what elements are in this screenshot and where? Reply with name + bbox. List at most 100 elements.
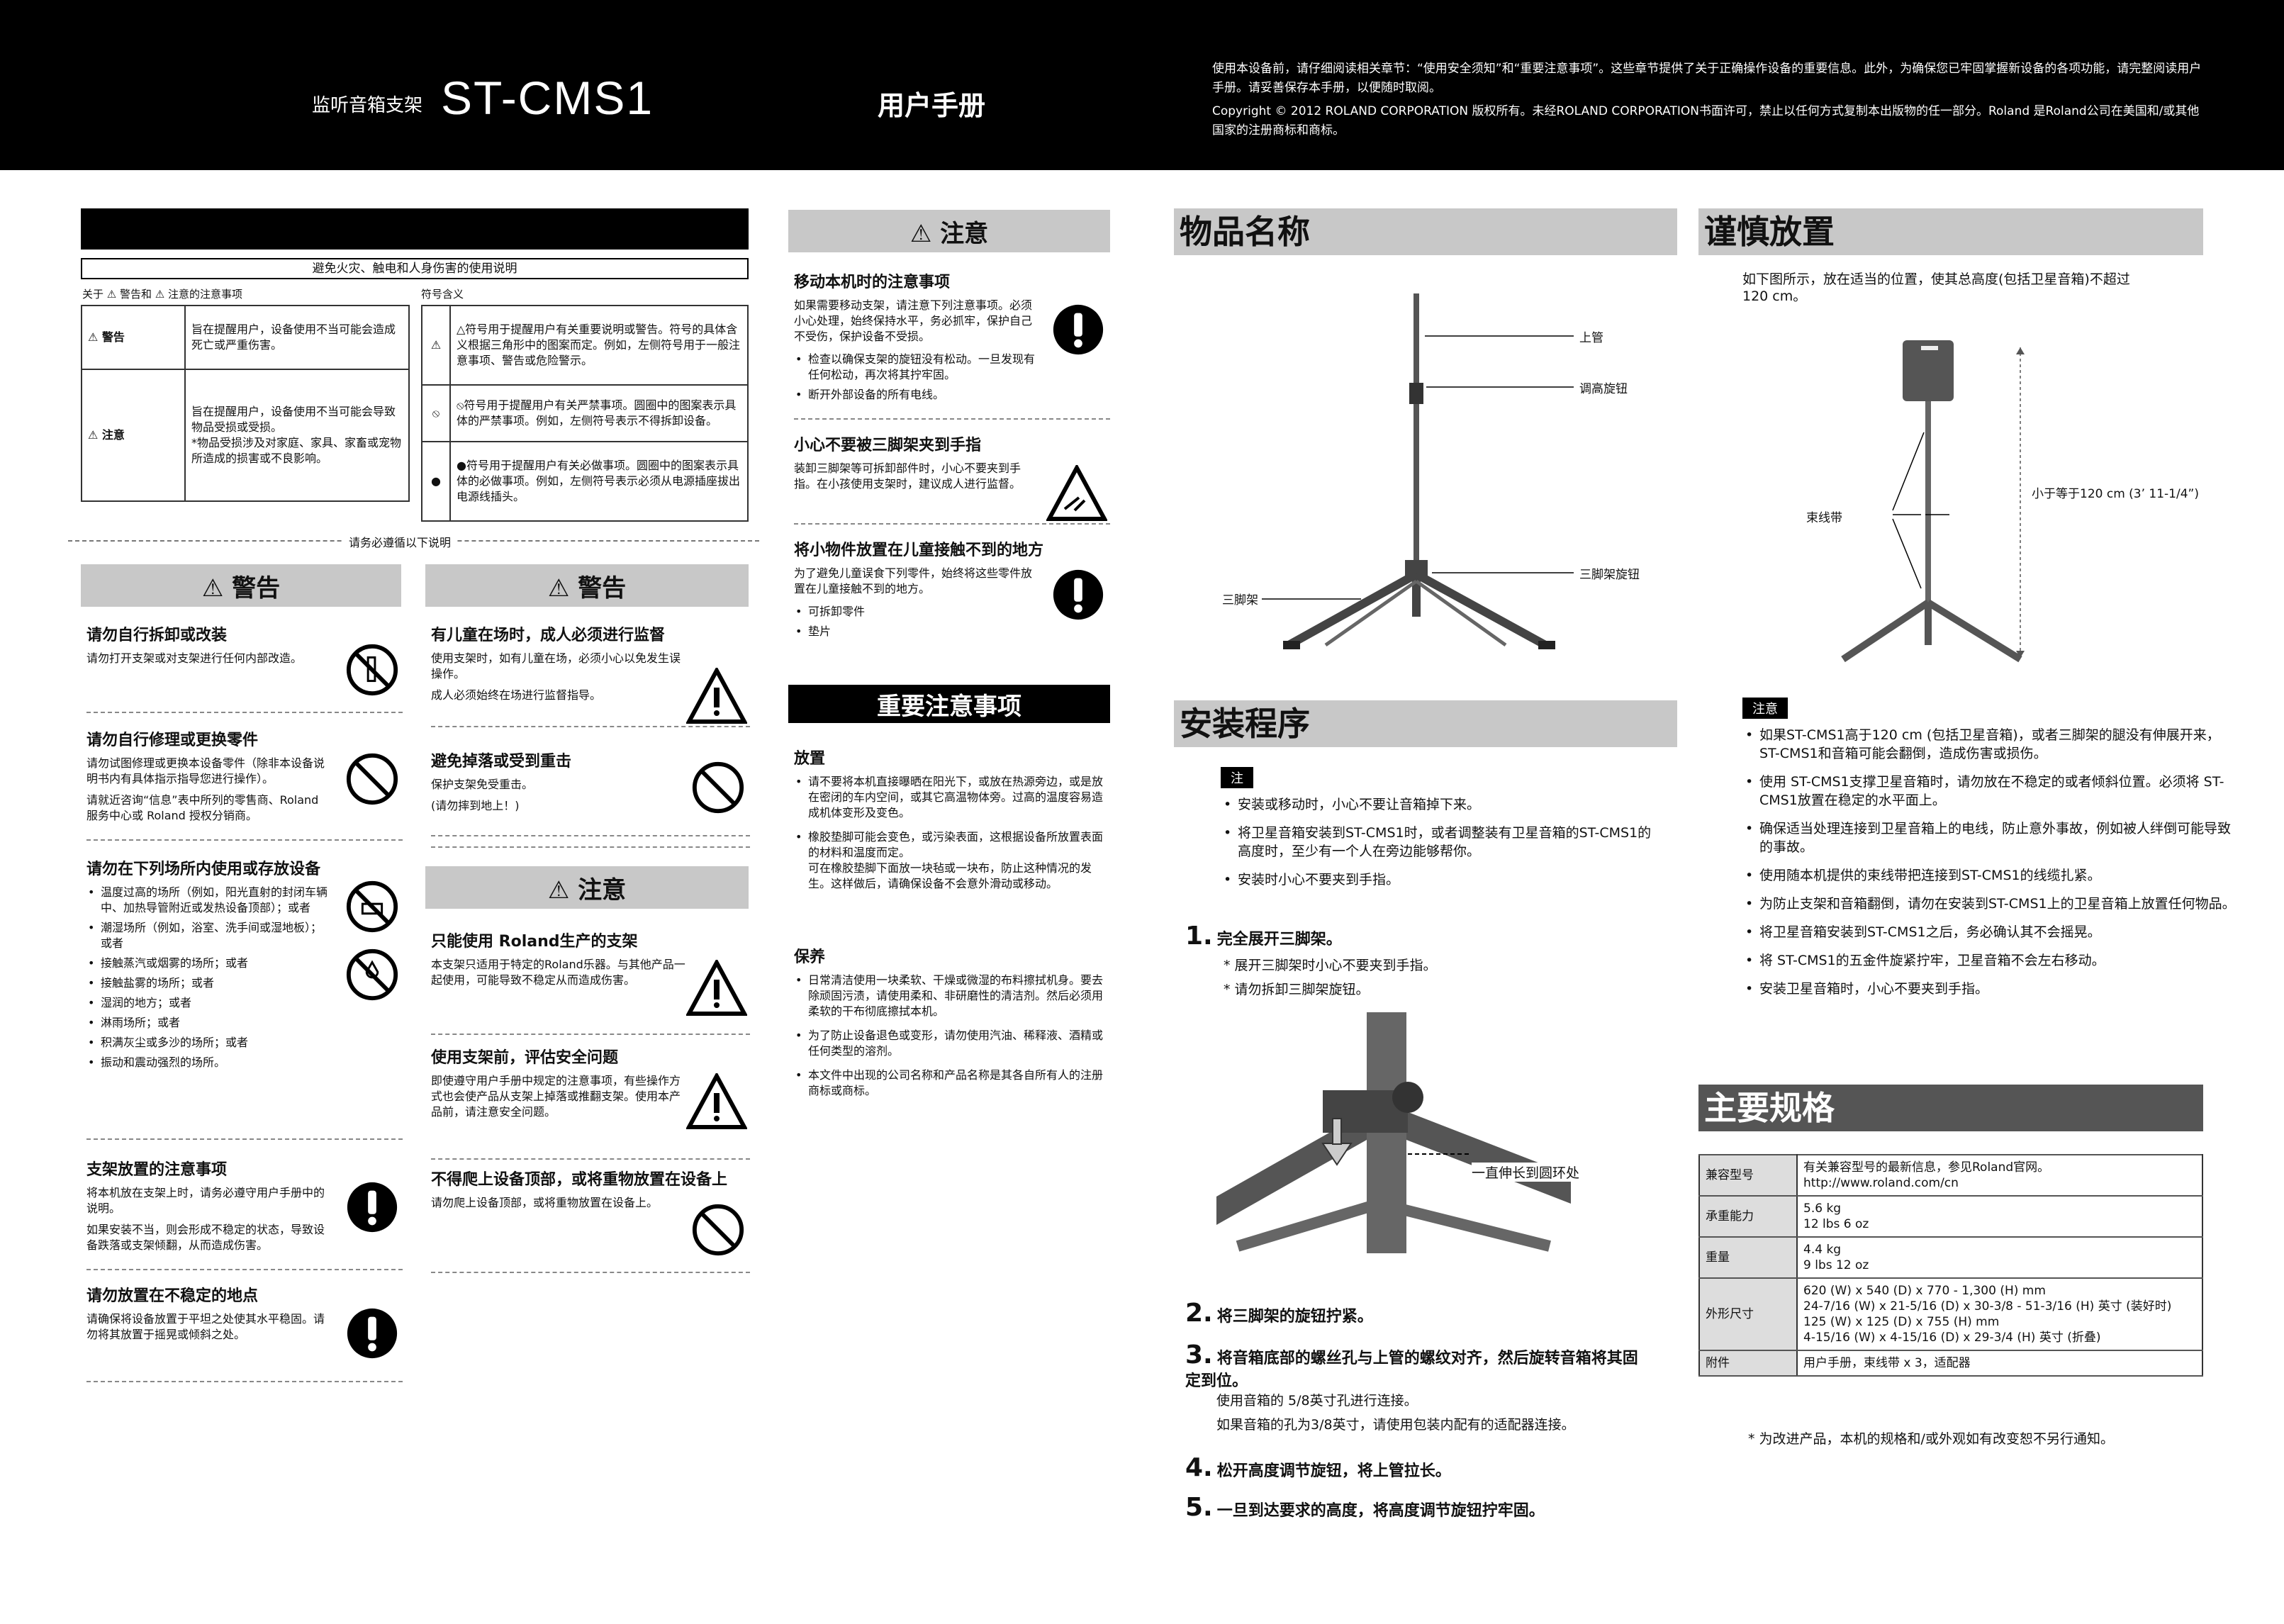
item-title: 只能使用 Roland生产的支架 [431,933,638,951]
list-item: 振动和震动强烈的场所。 [86,1055,328,1070]
mandatory-icon [347,1182,398,1233]
finger-pinch-icon [1046,465,1107,521]
list-item: 使用随本机提供的束线带把连接到ST-CMS1的线缆扎紧。 [1742,866,2239,885]
placement-section: 放置 请不要将本机直接曝晒在阳光下，或放在热源旁边，或是放在密闭的车内空间，或其… [794,746,1110,896]
step-4: 4.松开高度调节旋钮，将上管拉长。 [1185,1453,1451,1482]
item-names-heading: 物品名称 [1174,208,1677,255]
step-text: 将三脚架的旋钮拧紧。 [1216,1308,1373,1326]
item-text: 装卸三脚架等可拆卸部件时，小心不要夹到手指。在小孩使用支架时，建议成人进行监督。 [794,461,1021,491]
spec-key: 承重能力 [1698,1195,1798,1238]
item-text: 如果安装不当，则会形成不稳定的状态，导致设备跌落或支架倾翻，从而造成伤害。 [86,1223,325,1252]
caution-triangle-icon [686,960,747,1016]
list-item: 如果ST-CMS1高于120 cm (包括卫星音箱)，或者三脚架的腿没有伸展开来… [1742,726,2239,763]
model-name: ST-CMS1 [441,72,654,124]
safety-black-bar [81,208,749,250]
caution-heading-2: ⚠ 注意 [425,866,749,909]
spec-key: 附件 [1698,1350,1798,1377]
item-text: 成人必须始终在场进行监督指导。 [431,688,602,702]
list-item: 可拆卸零件 [794,604,1110,620]
prohibited-icon [346,753,398,805]
caution-column-2: ⚠ 注意 [425,866,749,909]
tripod-closeup-diagram [1216,1012,1571,1253]
item-text: 请勿试图修理或更换本设备零件（除非本设备说明书内有具体指示指导您进行操作）。 [86,756,325,785]
item-title: 保养 [794,948,826,966]
warning-column-1: ⚠ 警告 [81,564,401,607]
no-heat-icon [346,880,398,933]
warn1-item-2: 请勿自行修理或更换零件请勿试图修理或更换本设备零件（除非本设备说明书内有具体指示… [86,727,403,841]
about-col-label: 关于 ⚠ 警告和 ⚠ 注意的注意事项 [82,288,242,301]
spec-key: 重量 [1698,1236,1798,1279]
label-tripod: 三脚架 [1222,593,1258,607]
list-item: 橡胶垫脚可能会变色，或污染表面，这根据设备所放置表面的材料和温度而定。 可在橡胶… [794,829,1110,892]
install-notes: 注 安装或移动时，小心不要让音箱掉下来。将卫星音箱安装到ST-CMS1时，或者调… [1221,767,1660,899]
list-item: 积满灰尘或多沙的场所；或者 [86,1035,328,1051]
caution-column-3: ⚠ 注意 [788,210,1110,252]
item-text: 请勿爬上设备顶部，或将重物放置在设备上。 [431,1196,659,1209]
item-text: 将本机放在支架上时，请务必遵守用户手册中的说明。 [86,1186,325,1215]
step-text: 完全展开三脚架。 [1216,931,1342,948]
warning-caution-table: ⚠ 警告旨在提醒用户，设备使用不当可能会造成死亡或严重伤害。 ⚠ 注意旨在提醒用… [81,305,410,502]
label-height-knob: 调高旋钮 [1579,382,1628,396]
important-notes: 重要注意事项 [788,685,1110,723]
important-heading: 重要注意事项 [788,685,1110,723]
item-text: 本支架只适用于特定的Roland乐器。与其他产品一起使用，可能导致不稳定从而造成… [431,958,685,987]
list-item: 淋雨场所；或者 [86,1015,328,1031]
install-heading: 安装程序 [1174,700,1677,747]
no-water-icon [346,948,398,1001]
careful-placement-heading: 谨慎放置 [1698,208,2203,255]
item-text: 即使遵守用户手册中规定的注意事项，有些操作方式也会使产品从支架上掉落或推翻支架。… [431,1074,681,1119]
no-disassemble-icon [346,644,398,696]
spec-key: 兼容型号 [1698,1154,1798,1197]
symbol-1-text: △符号用于提醒用户有关重要说明或警告。符号的具体含义根据三角形中的图案而定。例如… [449,305,749,386]
item-title: 请勿在下列场所内使用或存放设备 [86,861,321,878]
item-text: (请勿摔到地上！) [431,799,520,812]
warn2-item-2: 避免掉落或受到重击保护支架免受重击。(请勿摔到地上！) [431,749,750,836]
item-text: 使用支架时，如有儿童在场，必须小心以免发生误操作。 [431,651,681,681]
label-upper-tube: 上管 [1579,331,1603,345]
item-title: 请勿放置在不稳定的地点 [86,1287,259,1305]
warn2-item-1: 有儿童在场时，成人必须进行监督使用支架时，如有儿童在场，必须小心以免发生误操作。… [431,622,750,727]
list-item: 将 ST-CMS1的五金件旋紧拧牢，卫星音箱不会左右移动。 [1742,951,2239,970]
list-item: 检查以确保支架的旋钮没有松动。一旦发现有任何松动，再次将其拧牢固。 [794,352,1035,383]
caution3-item-1: 移动本机时的注意事项如果需要移动支架，请注意下列注意事项。必须小心处理，始终保持… [794,269,1110,420]
plug-symbol-icon: ● [421,441,451,522]
symbol-table: ⚠△符号用于提醒用户有关重要说明或警告。符号的具体含义根据三角形中的图案而定。例… [421,305,749,522]
caution2-item-3: 不得爬上设备顶部，或将重物放置在设备上请勿爬上设备顶部，或将重物放置在设备上。 [431,1167,750,1273]
list-item: 将卫星音箱安装到ST-CMS1时，或者调整装有卫星音箱的ST-CMS1的高度时，… [1221,824,1660,861]
item-title: 不得爬上设备顶部，或将重物放置在设备上 [431,1171,728,1189]
step-3-text-1: 使用音箱的 5/8英寸孔进行连接。 [1216,1393,1418,1409]
copyright-text: Copyright © 2012 ROLAND CORPORATION 版权所有… [1212,104,2200,138]
item-title: 请勿自行拆卸或改装 [86,627,228,644]
prohibited-icon [692,1204,744,1256]
caution2-item-1: 只能使用 Roland生产的支架本支架只适用于特定的Roland乐器。与其他产品… [431,929,750,1035]
list-item: 为防止支架和音箱翻倒，请勿在安装到ST-CMS1上的卫星音箱上放置任何物品。 [1742,895,2239,913]
list-item: 接触蒸汽或烟雾的场所；或者 [86,956,328,971]
header-intro: 使用本设备前，请仔细阅读相关章节：“使用安全须知”和“重要注意事项”。这些章节提… [1212,60,2205,140]
item-title: 避免掉落或受到重击 [431,753,572,771]
list-item: 断开外部设备的所有电线。 [794,387,1035,403]
item-text: 请勿打开支架或对支架进行任何内部改造。 [86,651,303,665]
spec-row: 附件用户手册，束线带 x 3，适配器 [1698,1350,2203,1377]
safety-subtitle: 避免火灾、触电和人身伤害的使用说明 [81,258,749,279]
caution-heading-3: ⚠ 注意 [788,210,1110,252]
mandatory-icon [1053,304,1104,355]
symbol-2-text: ⦸符号用于提醒用户有关严禁事项。圆圈中的图案表示具体的严禁事项。例如，左侧符号表… [449,383,749,443]
item-title: 使用支架前，评估安全问题 [431,1049,619,1067]
item-text: 如果需要移动支架，请注意下列注意事项。必须小心处理，始终保持水平，务必抓牢，保护… [794,298,1033,343]
item-text: 请确保将设备放置于平坦之处使其水平稳固。请勿将其放置于摇晃或倾斜之处。 [86,1312,325,1341]
manual-title: 用户手册 [878,90,986,121]
care-section: 保养 日常清洁使用一块柔软、干燥或微湿的布料擦拭机身。要去除顽固污渍，请使用柔和… [794,944,1110,1103]
note-text: 展开三脚架时小心不要夹到手指。 [1234,958,1437,973]
specs-note: * 为改进产品，本机的规格和/或外观如有改变恕不另行通知。 [1748,1431,2114,1447]
spec-value: 5.6 kg 12 lbs 6 oz [1796,1195,2203,1238]
caution3-item-2: 小心不要被三脚架夹到手指装卸三脚架等可拆卸部件时，小心不要夹到手指。在小孩使用支… [794,432,1110,525]
list-item: 潮湿场所（例如，浴室、洗手间或湿地板）；或者 [86,920,328,951]
caution-label: ⚠ 注意 [81,369,186,502]
symbol-col-label: 符号含义 [421,288,464,301]
spec-value: 620 (W) x 540 (D) x 770 - 1,300 (H) mm 2… [1796,1277,2203,1351]
step-text: 松开高度调节旋钮，将上管拉长。 [1216,1462,1451,1480]
specs-table: 兼容型号有关兼容型号的最新信息，参见Roland官网。 http://www.r… [1698,1154,2203,1377]
warn1-item-4: 支架放置的注意事项将本机放在支架上时，请务必遵守用户手册中的说明。如果安装不当，… [86,1157,403,1270]
